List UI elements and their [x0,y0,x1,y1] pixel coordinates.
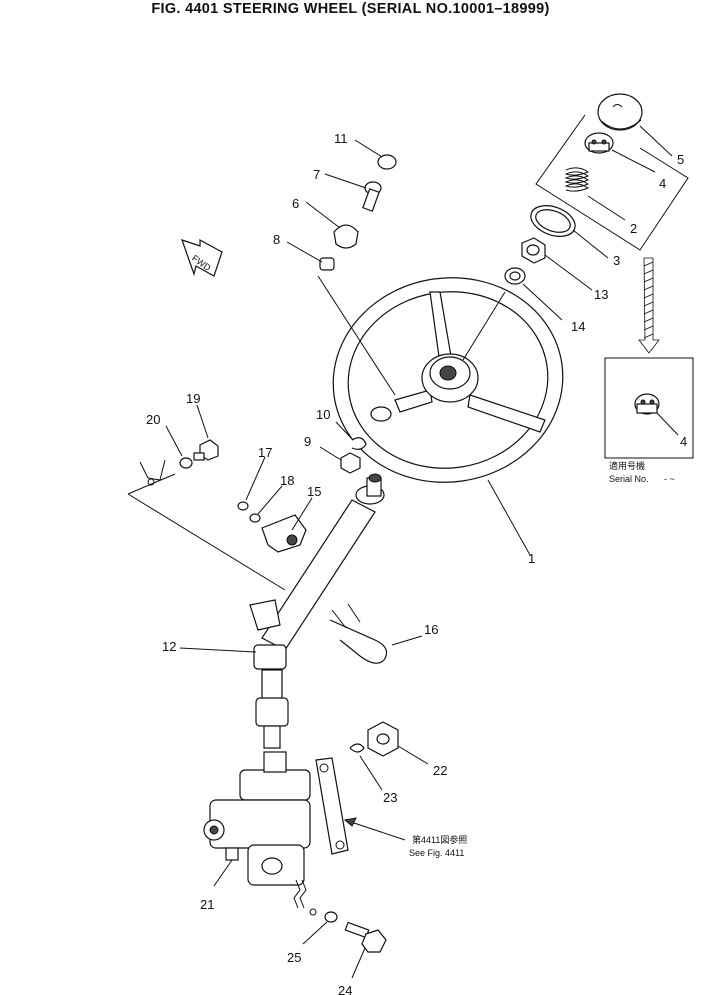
serial-inset-box [604,357,694,459]
callout-17: 17 [258,445,272,460]
knob-part-6 [305,201,359,249]
washer-part-20 [165,425,193,469]
pitman-arm [315,757,406,855]
washer-part-10 [335,421,367,450]
pin-part-7 [324,173,382,212]
callout-8: 8 [273,232,280,247]
bolt-part-19 [193,404,219,461]
mount-bracket [127,459,286,591]
callout-11: 11 [334,131,348,146]
bracket-part-15 [261,497,313,553]
steering-gearbox-part-21 [203,751,311,887]
callout-18: 18 [280,473,294,488]
fwd-arrow: FWD [181,238,223,277]
callout-5: 5 [677,152,684,167]
u-bolt-part-16 [329,603,423,664]
washer-part-25 [302,911,338,945]
cap-part-11 [354,139,397,170]
horn-switch-part-4 [584,132,656,173]
nut-part-9 [319,446,361,474]
callout-3: 3 [613,253,620,268]
callout-25: 25 [287,950,301,965]
washer-part-14 [504,267,563,321]
callout-13: 13 [594,287,608,302]
universal-joint-part-12 [179,644,289,749]
callout-4: 4 [659,176,666,191]
serial-value: - ~ [664,474,675,484]
bolt-part-17 [237,456,266,511]
assembly-bracket [535,114,689,251]
serial-label-jp: 適用号機 [609,460,645,471]
horn-cap-part-5 [597,93,673,157]
bolt-part-24 [344,921,387,979]
callout-7: 7 [313,167,320,182]
callout-12: 12 [162,639,176,654]
ring-part-3 [530,205,609,259]
callout-14: 14 [571,319,585,334]
callout-9: 9 [304,434,311,449]
callout-19: 19 [186,391,200,406]
washer-part-18 [249,485,283,523]
reference-en: See Fig. 4411 [409,848,464,858]
break-lines [293,879,317,916]
callout-1: 1 [528,551,535,566]
reference-jp: 第4411図参照 [412,834,467,845]
figure-title: FIG. 4401 STEERING WHEEL (SERIAL NO.1000… [151,1,550,17]
callout-24: 24 [338,983,352,995]
callout-20: 20 [146,412,160,427]
spring-part-2 [564,167,626,221]
nut-part-13 [521,237,593,291]
callout-2: 2 [630,221,637,236]
callout-16: 16 [424,622,438,637]
serial-label-en: Serial No. [609,474,649,484]
callout-23: 23 [383,790,397,805]
callout-15: 15 [307,484,321,499]
nut-part-22 [367,721,429,765]
inset-arrow [638,257,660,354]
washer-part-23 [349,743,383,791]
callout-6: 6 [292,196,299,211]
bushing-part-8 [286,241,396,396]
callout-22: 22 [433,763,447,778]
callout-4-inset: 4 [680,434,687,449]
callout-10: 10 [316,407,330,422]
steering-column [249,473,385,651]
callout-21: 21 [200,897,214,912]
steering-wheel-part-1 [332,277,564,556]
